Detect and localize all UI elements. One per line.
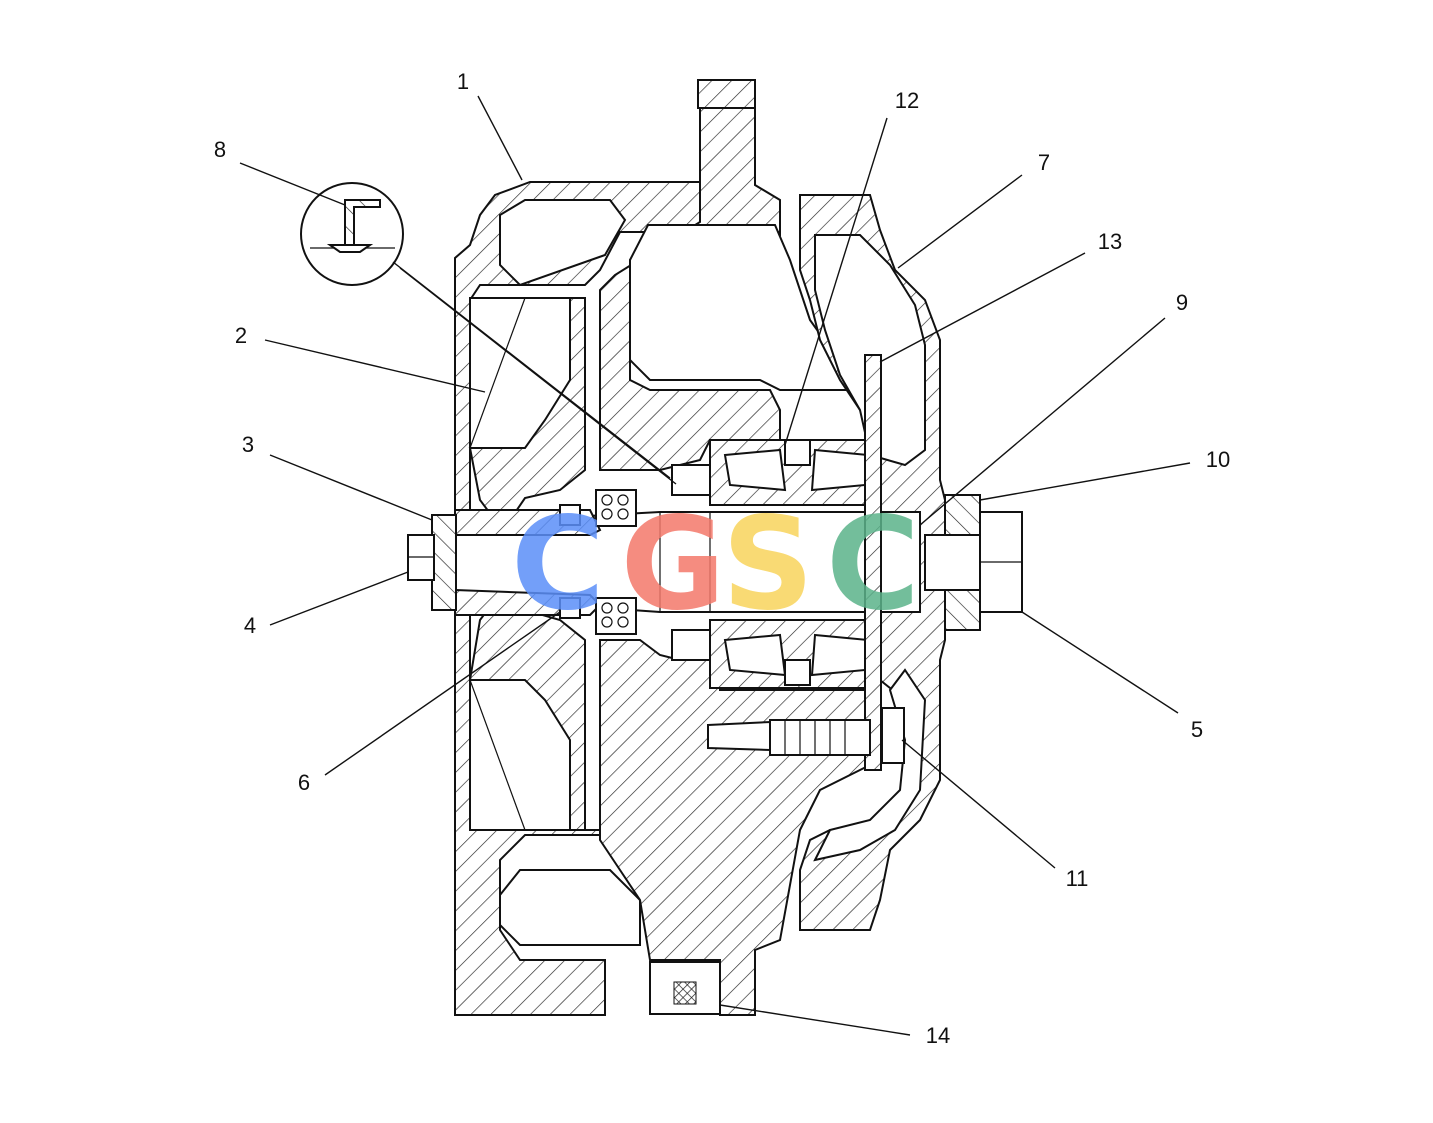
front-nut — [407, 514, 457, 611]
rear-plate — [864, 354, 882, 771]
callout-12: 12 — [895, 88, 919, 113]
callout-1: 1 — [457, 69, 469, 94]
callout-labels: 1 2 3 4 5 6 7 8 9 10 11 12 13 14 — [214, 69, 1230, 1048]
stud-bolt — [707, 707, 905, 764]
leader-lines — [239, 95, 1191, 1036]
callout-13: 13 — [1098, 229, 1122, 254]
callout-4: 4 — [244, 613, 256, 638]
watermark-logo: C G S C — [511, 490, 920, 639]
callout-3: 3 — [242, 432, 254, 457]
callout-11: 11 — [1066, 866, 1089, 891]
callout-9: 9 — [1176, 290, 1188, 315]
tapered-roller-bearings — [671, 439, 881, 689]
callout-8: 8 — [214, 137, 226, 162]
callout-5: 5 — [1191, 717, 1203, 742]
callout-6: 6 — [298, 770, 310, 795]
callout-2: 2 — [235, 323, 247, 348]
watermark-letter-g: G — [620, 490, 725, 639]
detail-inset — [300, 182, 404, 286]
ball-bearing-seal — [559, 489, 637, 635]
watermark-letter-c1: C — [511, 490, 605, 639]
callout-10: 10 — [1206, 447, 1230, 472]
rear-nut-and-washer — [924, 494, 1023, 631]
watermark-letter-s: S — [722, 490, 814, 639]
plug-14 — [673, 981, 697, 1005]
callout-14: 14 — [926, 1023, 950, 1048]
callout-7: 7 — [1038, 150, 1050, 175]
watermark-letter-c2: C — [826, 490, 920, 639]
front-housing — [454, 181, 701, 1016]
